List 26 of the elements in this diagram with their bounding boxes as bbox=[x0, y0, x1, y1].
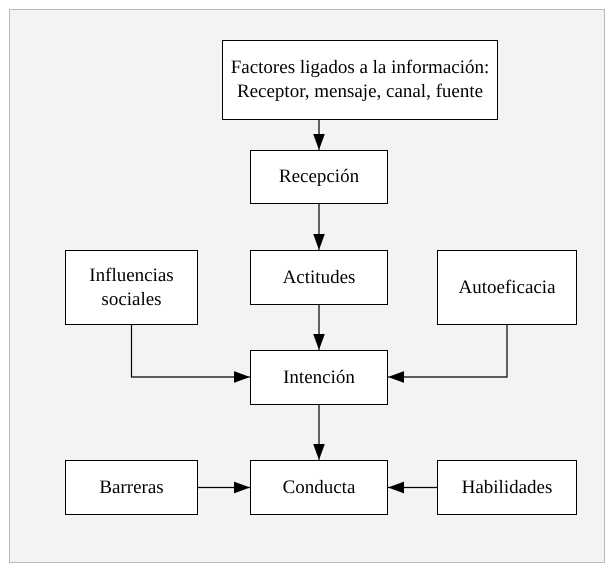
process-box bbox=[222, 40, 498, 120]
box-label: Intención bbox=[283, 366, 355, 390]
arrow bbox=[313, 405, 325, 460]
process-box bbox=[65, 250, 198, 325]
box-label: Barreras bbox=[99, 476, 164, 500]
box-label: Actitudes bbox=[282, 266, 356, 290]
arrow bbox=[313, 120, 325, 150]
process-box bbox=[437, 460, 577, 515]
process-box bbox=[437, 250, 577, 325]
box-label: Recepción bbox=[278, 165, 360, 189]
process-box bbox=[250, 150, 388, 204]
arrow bbox=[388, 325, 508, 383]
process-box bbox=[250, 250, 388, 305]
arrow bbox=[313, 305, 325, 350]
arrow bbox=[388, 482, 437, 494]
arrow bbox=[313, 204, 325, 250]
box-label: Influencias sociales bbox=[88, 264, 175, 312]
process-box bbox=[250, 350, 388, 405]
process-box bbox=[250, 460, 388, 515]
arrow bbox=[198, 482, 250, 494]
box-label: Factores ligados a la información: Receptor, mensaje, canal, fuente bbox=[230, 56, 490, 104]
box-label: Autoeficacia bbox=[458, 276, 556, 300]
box-label: Habilidades bbox=[462, 476, 552, 500]
process-box bbox=[65, 460, 198, 515]
box-label: Conducta bbox=[282, 476, 356, 500]
arrow bbox=[130, 325, 250, 383]
